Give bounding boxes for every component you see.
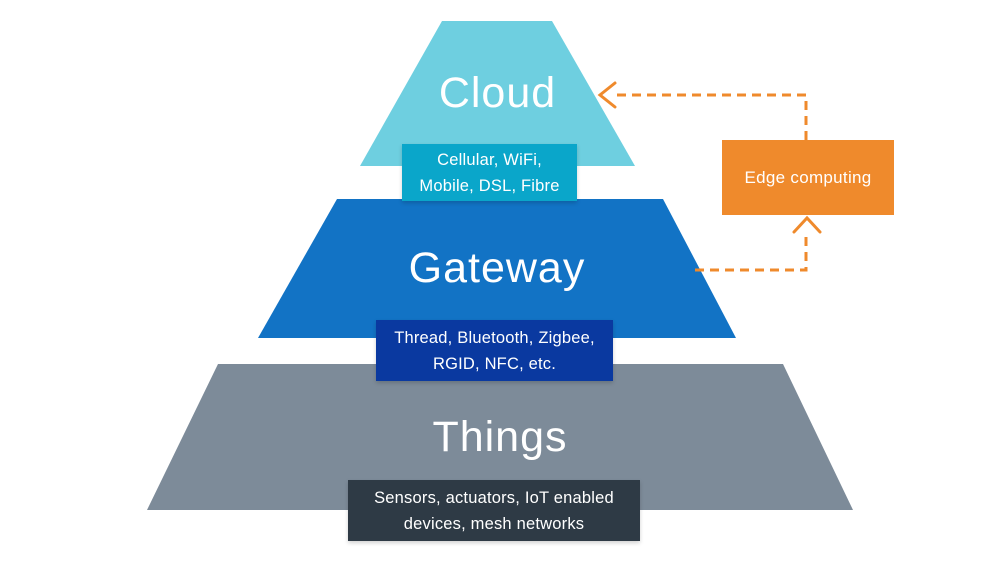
gateway-layer-title: Gateway bbox=[408, 244, 586, 292]
edge-to-cloud-arrowhead-icon bbox=[597, 81, 617, 109]
gateway-to-edge-dashed-line bbox=[695, 234, 808, 272]
things-devices-line-1: Sensors, actuators, IoT enabled bbox=[374, 488, 614, 507]
cloud-connectivity-line-1: Cellular, WiFi, bbox=[437, 150, 542, 169]
gateway-protocols-line-1: Thread, Bluetooth, Zigbee, bbox=[394, 328, 595, 347]
gateway-protocols-label-box: Thread, Bluetooth, Zigbee, RGID, NFC, et… bbox=[376, 320, 613, 381]
things-devices-line-2: devices, mesh networks bbox=[403, 514, 585, 533]
edge-to-cloud-dashed-line bbox=[614, 93, 808, 140]
gateway-layer: Gateway bbox=[258, 199, 736, 338]
cloud-connectivity-line-2: Mobile, DSL, Fibre bbox=[419, 176, 560, 195]
things-devices-label-box: Sensors, actuators, IoT enabled devices,… bbox=[348, 480, 640, 541]
gateway-protocols-line-2: RGID, NFC, etc. bbox=[432, 354, 557, 373]
things-layer-title: Things bbox=[432, 412, 568, 461]
cloud-connectivity-label-box: Cellular, WiFi, Mobile, DSL, Fibre bbox=[402, 144, 577, 201]
gateway-to-edge-arrowhead-icon bbox=[792, 215, 822, 234]
edge-computing-box: Edge computing bbox=[722, 140, 894, 215]
cloud-layer-title: Cloud bbox=[438, 69, 557, 117]
edge-computing-label: Edge computing bbox=[744, 167, 872, 187]
